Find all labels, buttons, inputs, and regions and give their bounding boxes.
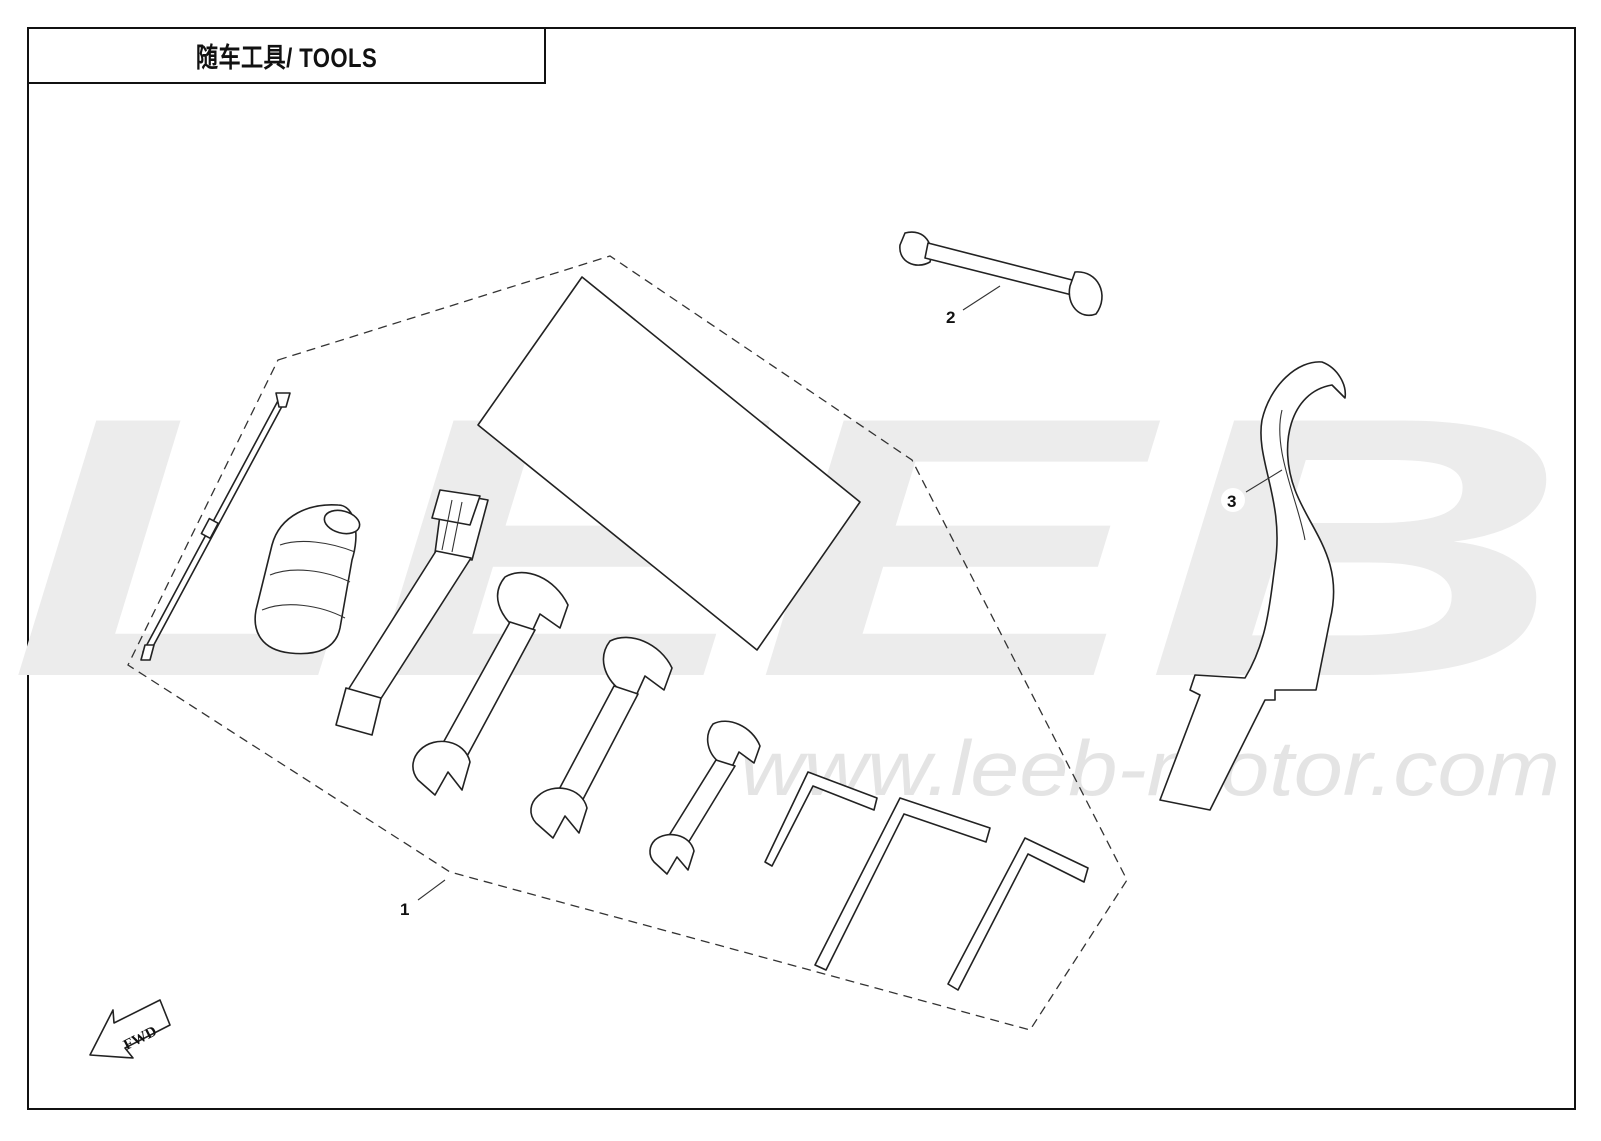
page-title: 随车工具/ TOOLS bbox=[195, 43, 378, 73]
socket-wrench bbox=[335, 489, 489, 736]
callout-1-leader bbox=[417, 879, 446, 901]
tool-bag bbox=[477, 276, 861, 651]
title-box: 随车工具/ TOOLS bbox=[27, 27, 546, 84]
hex-key-medium bbox=[947, 837, 1089, 991]
callout-1-label: 1 bbox=[400, 900, 409, 919]
screwdriver-handle bbox=[254, 504, 361, 655]
open-end-wrench-large bbox=[412, 571, 569, 796]
hex-key-small bbox=[764, 771, 878, 867]
callout-2-label: 2 bbox=[946, 308, 955, 327]
callout-2-leader bbox=[962, 285, 1001, 311]
spark-plug-bar bbox=[899, 231, 1103, 317]
callout-3-leader bbox=[1245, 469, 1283, 493]
forward-direction-arrow: FWD bbox=[89, 999, 171, 1059]
open-end-wrench-medium bbox=[530, 636, 673, 839]
diagram-frame bbox=[27, 27, 1576, 1110]
callout-3-label: 3 bbox=[1227, 492, 1236, 511]
hex-key-large bbox=[814, 797, 991, 971]
hook-spanner bbox=[1159, 361, 1347, 811]
callout-3-badge bbox=[1221, 488, 1245, 512]
tool-kit-outline bbox=[127, 255, 1128, 1031]
open-end-wrench-small bbox=[649, 720, 761, 875]
screwdriver bbox=[140, 392, 291, 661]
